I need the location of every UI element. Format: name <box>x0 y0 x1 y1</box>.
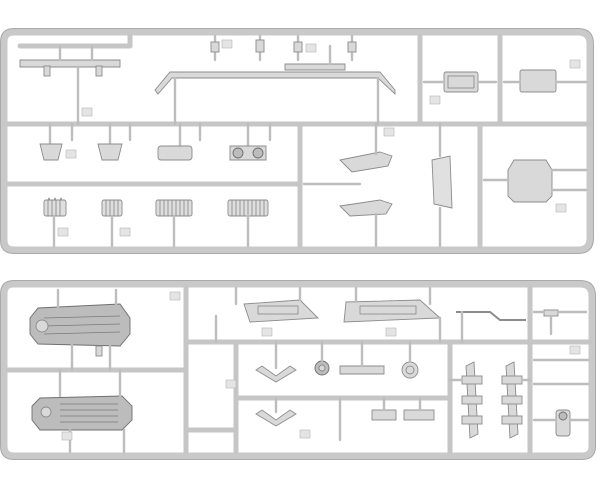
lower-slotted-plates <box>214 286 442 344</box>
upper-sprue <box>0 28 594 254</box>
upper-sprue-frame <box>0 28 594 254</box>
upper-right-boxes <box>422 59 588 105</box>
upper-runners <box>5 33 593 249</box>
lower-runners <box>5 285 593 455</box>
lower-right-parts <box>532 345 590 437</box>
upper-pins-row <box>210 34 357 62</box>
upper-left-bracket <box>19 44 121 126</box>
lower-manifolds <box>448 361 532 439</box>
lower-linkages <box>456 309 588 344</box>
lower-sprue <box>0 280 596 460</box>
upper-mounts-row <box>39 122 272 161</box>
lower-engine-top <box>29 288 181 372</box>
lower-fittings <box>225 340 435 442</box>
upper-long-rod <box>154 44 396 126</box>
lower-engine-bottom <box>31 368 133 454</box>
upper-springs-row <box>43 197 269 248</box>
lower-sprue-frame <box>0 280 596 460</box>
upper-suspension-arms <box>302 122 453 248</box>
upper-right-block <box>482 159 588 213</box>
